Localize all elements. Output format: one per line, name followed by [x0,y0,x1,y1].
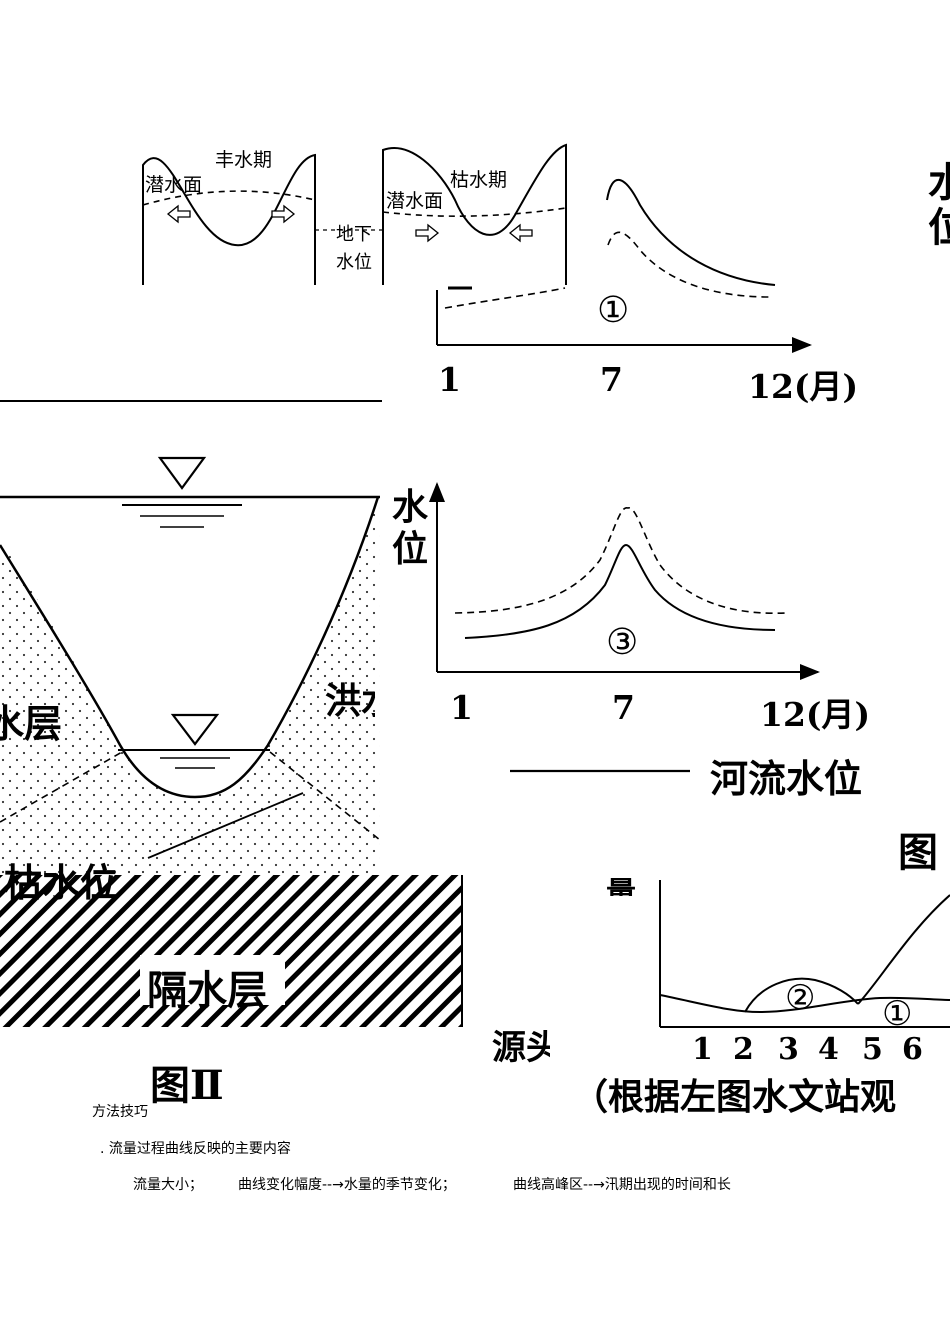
curve-marker-1: ① [597,290,630,331]
arrow-in-left-icon [508,223,533,243]
source-label: 源头 [492,1028,550,1068]
edge-char-top: 水 [928,159,950,206]
arrow-in-right-icon [415,223,440,243]
curve-marker-2: ② [785,978,816,1018]
water-level-marker-icon [157,456,207,490]
chart-curve-3 [429,482,820,773]
figure-heading: 图 [898,829,938,876]
y-axis-label-bottom: 位 [392,528,429,570]
panel-wet-season [142,153,316,285]
x-tick-1: 1 [438,360,461,399]
aquifer-layer-label: 水层 [0,701,63,746]
x-tick: 1 [692,1032,713,1067]
dry-level-label: 枯水位 [4,860,119,905]
point-heading: . 流量过程曲线反映的主要内容 [100,1141,291,1157]
figure-caption: 图Ⅱ [150,1062,224,1109]
x-tick-12: 12(月) [760,695,871,734]
x-tick: 3 [778,1032,799,1067]
x-tick: 2 [733,1032,754,1067]
y-axis-label-top: 水 [392,486,429,528]
phreatic-surface-label: 潜水面 [145,174,203,196]
water-level-marker-icon [170,713,220,746]
arrow-left-icon [166,204,191,224]
x-tick: 5 [862,1032,883,1067]
aquiclude-label: 隔水层 [147,967,267,1014]
chart-curve-1 [436,178,812,353]
arrow-right-icon [271,204,296,224]
wet-season-label: 丰水期 [215,149,273,171]
dry-season-label: 枯水期 [450,169,508,191]
x-tick-7: 7 [600,360,623,399]
y-axis-label: 量 [606,876,636,896]
item-flow-size: 流量大小； [133,1177,203,1193]
x-tick: 6 [902,1032,923,1067]
x-tick-12: 12(月) [748,367,859,406]
x-tick-7: 7 [612,688,635,727]
groundwater-label-line2: 水位 [336,252,372,273]
legend-river-level: 河流水位 [710,756,863,801]
river-cross-section [0,456,463,1027]
curve-marker-3: ③ [606,622,639,663]
item-peak: 曲线高峰区--→汛期出现的时间和长 [513,1177,731,1193]
x-tick-1: 1 [450,688,473,727]
section-title: 方法技巧 [92,1104,148,1120]
item-amplitude: 曲线变化幅度--→水量的季节变化； [238,1177,456,1193]
edge-char-bottom: 位 [928,204,950,251]
phreatic-surface-label: 潜水面 [386,190,444,212]
flood-level-label: 洪水 [325,680,375,722]
figure-caption-partial: （根据左图水文站观 [572,1076,897,1118]
x-tick: 4 [818,1032,839,1067]
groundwater-label-line1: 地下 [336,224,372,245]
curve-marker-1: ① [882,994,913,1034]
chart-discharge [659,880,950,1028]
panel-dry-season [382,143,567,285]
